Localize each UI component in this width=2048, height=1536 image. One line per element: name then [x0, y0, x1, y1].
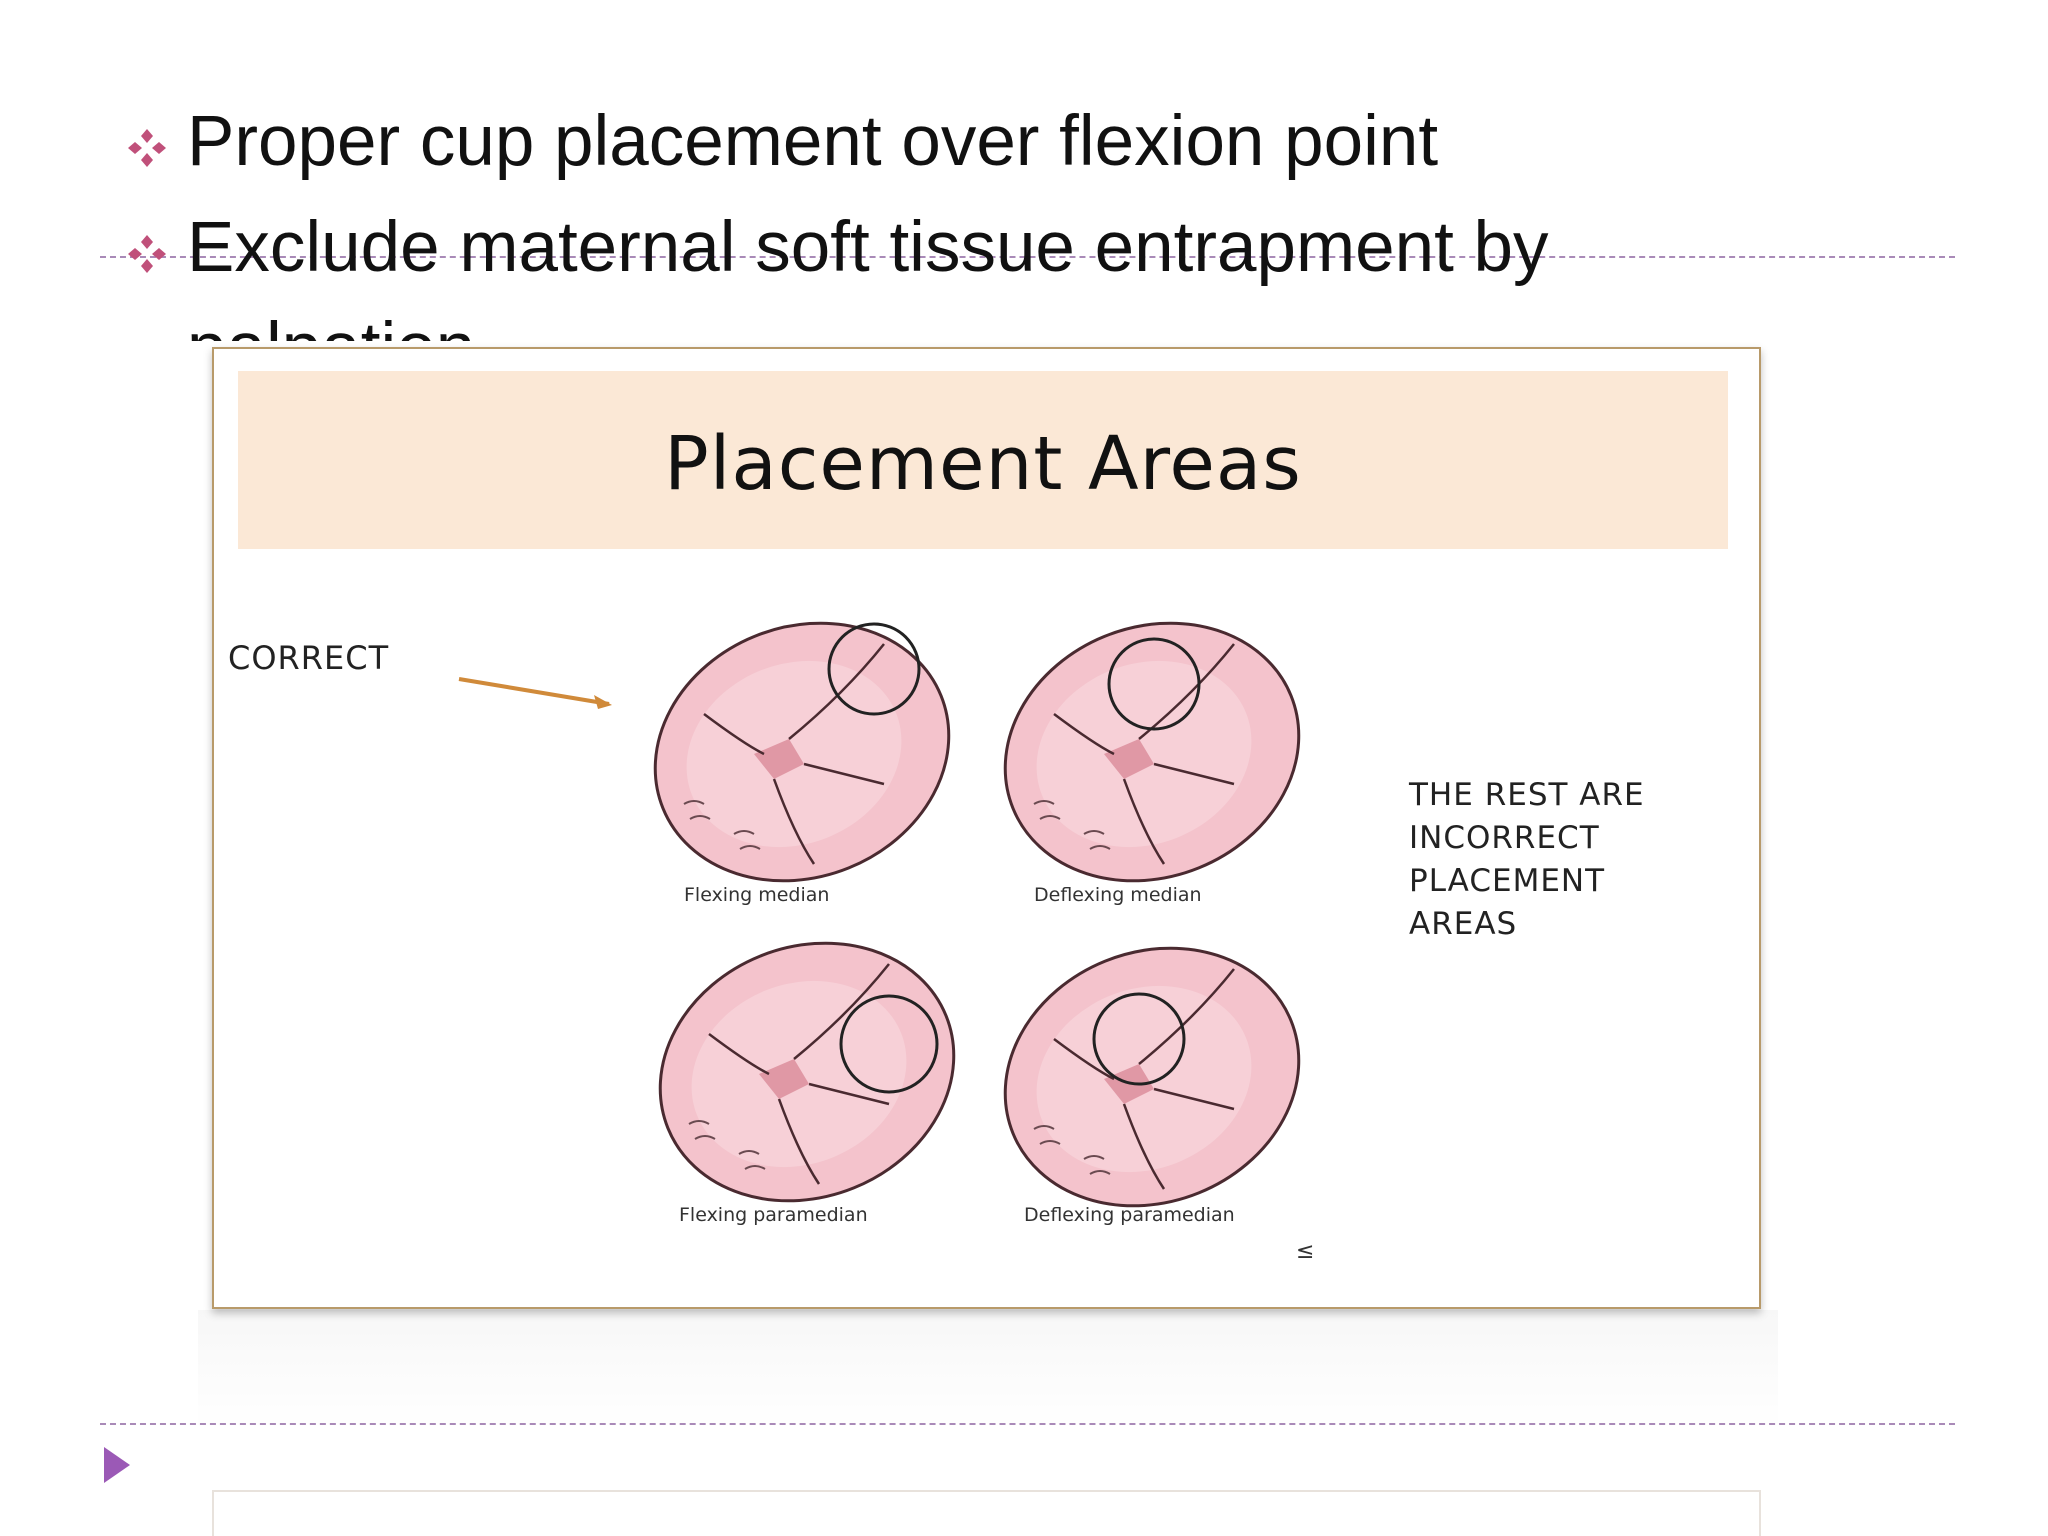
caption: Deflexing paramedian — [1024, 1204, 1235, 1226]
correct-label: CORRECT — [228, 639, 390, 677]
embedded-title: Placement Areas — [664, 421, 1302, 507]
fetal-head-illustration — [1003, 946, 1301, 1208]
title-band: Placement Areas — [238, 371, 1728, 549]
fetal-head-illustration — [1003, 621, 1301, 883]
bottom-dashed-divider — [100, 1423, 1955, 1425]
bullet-text: Proper cup placement over flexion point — [187, 102, 1439, 181]
incorrect-line: AREAS — [1409, 906, 1518, 942]
top-dashed-divider — [100, 256, 1955, 258]
placement-areas-image: Placement Areas CORRECT THE REST ARE INC… — [212, 347, 1761, 1309]
caption: Flexing paramedian — [679, 1204, 868, 1226]
play-triangle-icon — [104, 1447, 130, 1483]
diamond-four-icon — [125, 111, 187, 182]
footnote-mark: ≤ — [1296, 1239, 1315, 1264]
caption: Deflexing median — [1034, 884, 1202, 906]
fetal-head-illustration — [658, 941, 956, 1203]
image-shadow — [198, 1310, 1778, 1430]
incorrect-label: THE REST ARE INCORRECT PLACEMENT AREAS — [1409, 774, 1645, 946]
bullet-item: Proper cup placement over flexion point — [125, 106, 1438, 182]
bullet-text-wrapped: palpation — [187, 313, 475, 341]
next-image-edge — [212, 1490, 1761, 1536]
incorrect-line: INCORRECT — [1409, 820, 1600, 856]
bullet-item: Exclude maternal soft tissue entrapment … — [125, 212, 1549, 288]
caption: Flexing median — [684, 884, 830, 906]
arrow-icon — [458, 677, 612, 709]
incorrect-line: PLACEMENT — [1409, 863, 1606, 899]
bullet-text: Exclude maternal soft tissue entrapment … — [187, 208, 1549, 287]
incorrect-line: THE REST ARE — [1409, 777, 1645, 813]
diamond-four-icon — [125, 217, 187, 288]
fetal-head-illustration — [653, 621, 951, 883]
